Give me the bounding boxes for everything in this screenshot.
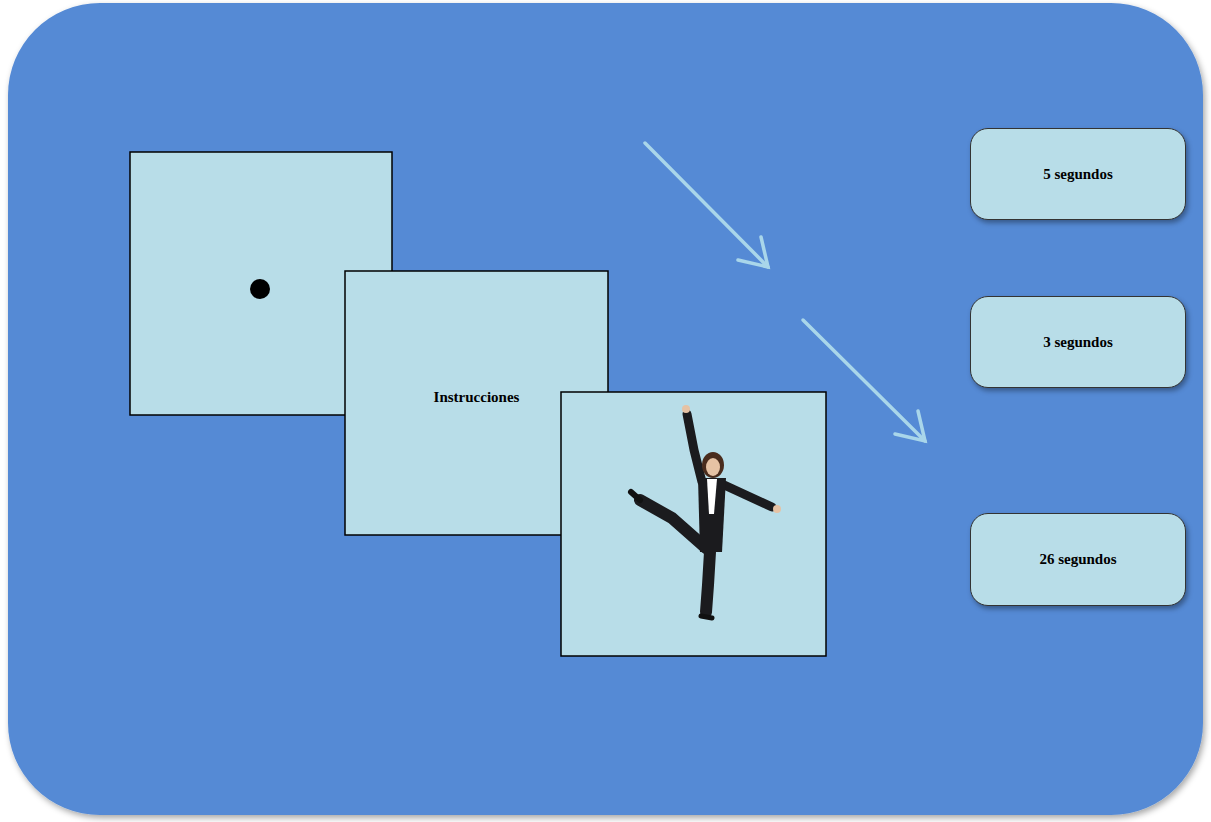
screen-label-box: Instrucciones [345, 271, 608, 535]
arrow-head [895, 411, 925, 441]
image-screen [561, 392, 826, 656]
background-panel [8, 3, 1203, 815]
duration-box: 26 segundos [970, 513, 1186, 606]
duration-label: 26 segundos [1039, 551, 1116, 568]
duration-box: 5 segundos [970, 128, 1186, 220]
arrow-head [738, 237, 768, 267]
duration-box: 3 segundos [970, 296, 1186, 388]
flow-arrows [645, 143, 925, 441]
dancing-woman-illustration [631, 405, 781, 618]
duration-label: 5 segundos [1043, 166, 1113, 183]
flow-arrow [645, 143, 768, 267]
duration-label: 3 segundos [1043, 334, 1113, 351]
screen-label: Instrucciones [434, 389, 520, 406]
flow-arrow [803, 320, 925, 441]
